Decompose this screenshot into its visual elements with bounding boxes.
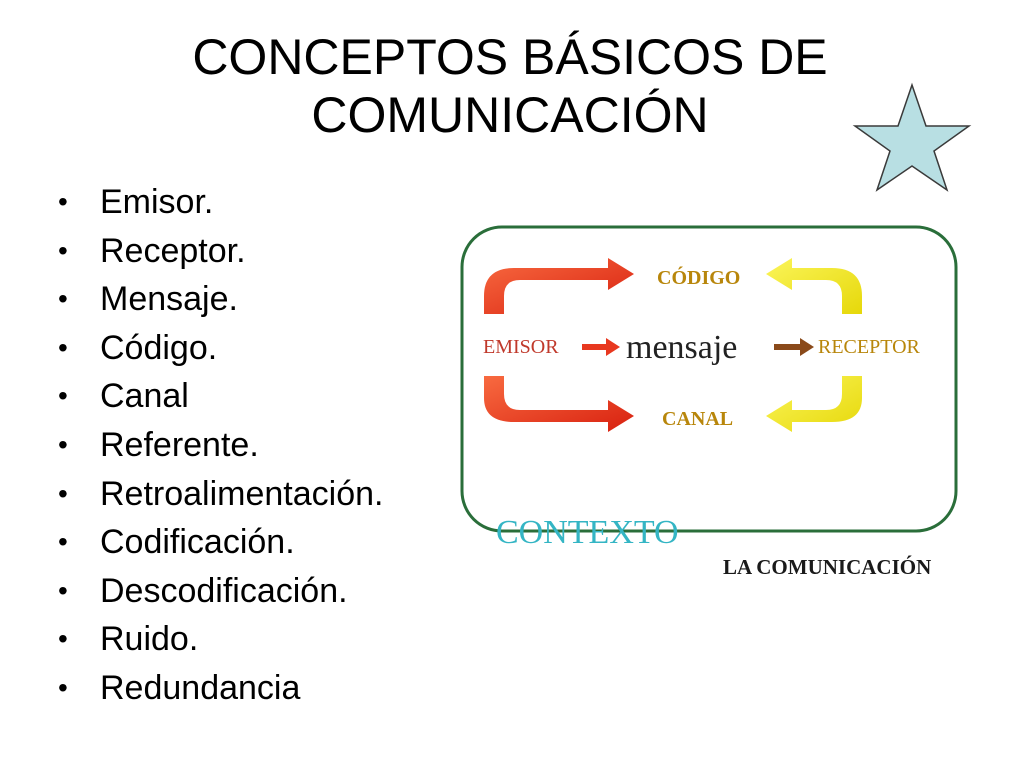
concept-label: Canal xyxy=(100,377,189,416)
concept-item: • Retroalimentación. xyxy=(58,470,383,519)
concept-item: • Receptor. xyxy=(58,227,383,276)
bullet-glyph: • xyxy=(58,671,68,703)
receptor-label: RECEPTOR xyxy=(818,336,921,358)
concept-label: Ruido. xyxy=(100,620,199,659)
concept-item: • Redundancia xyxy=(58,664,383,713)
concept-label: Mensaje. xyxy=(100,280,238,319)
concept-item: • Descodificación. xyxy=(58,567,383,616)
concept-label: Emisor. xyxy=(100,183,214,221)
concept-label: Código. xyxy=(100,328,218,367)
concept-label: Retroalimentación. xyxy=(100,474,384,513)
communication-diagram: CÓDIGO EMISOR mensaje RECEPTOR CANAL CON… xyxy=(430,196,962,594)
yellow-arrow-to-canal xyxy=(766,376,862,432)
diagram-caption: LA COMUNICACIÓN xyxy=(723,555,931,579)
bullet-glyph: • xyxy=(58,234,68,266)
bullet-glyph: • xyxy=(58,186,68,217)
mensaje-to-receptor-arrow xyxy=(774,338,814,356)
contexto-label: CONTEXTO xyxy=(496,514,679,551)
bullet-glyph: • xyxy=(58,331,68,363)
concept-item: • Ruido. xyxy=(58,615,383,664)
emisor-label: EMISOR xyxy=(483,336,559,358)
concept-label: Receptor. xyxy=(100,231,246,270)
canal-label: CANAL xyxy=(662,408,733,430)
red-arrow-to-codigo xyxy=(484,258,634,314)
star-icon xyxy=(852,82,972,192)
concept-label: Descodificación. xyxy=(100,571,348,610)
title-line-2: COMUNICACIÓN xyxy=(311,87,709,143)
bullet-glyph: • xyxy=(58,428,68,460)
slide-title: CONCEPTOS BÁSICOS DE COMUNICACIÓN xyxy=(60,28,960,144)
title-line-1: CONCEPTOS BÁSICOS DE xyxy=(192,29,828,85)
concept-item: • Mensaje. xyxy=(58,275,383,324)
concept-item: • Referente. xyxy=(58,421,383,470)
bullet-glyph: • xyxy=(58,574,68,606)
concept-item: • Canal xyxy=(58,372,383,421)
codigo-label: CÓDIGO xyxy=(657,265,740,289)
mensaje-label: mensaje xyxy=(626,329,737,366)
concept-label: Redundancia xyxy=(100,668,301,707)
concept-list: • Emisor. • Receptor. • Mensaje. • Código. • Cana… xyxy=(58,178,383,713)
concept-item: • Código. xyxy=(58,324,383,373)
concept-label: Codificación. xyxy=(100,523,295,562)
bullet-glyph: • xyxy=(58,477,68,509)
concept-item: • Emisor. xyxy=(58,178,383,227)
bullet-glyph: • xyxy=(58,526,68,558)
bullet-glyph: • xyxy=(58,380,68,412)
bullet-glyph: • xyxy=(58,623,68,655)
context-frame xyxy=(460,225,958,533)
red-arrow-to-canal xyxy=(484,376,634,432)
bullet-glyph: • xyxy=(58,283,68,315)
concept-item: • Codificación. xyxy=(58,518,383,567)
emisor-to-mensaje-arrow xyxy=(582,338,620,356)
concept-label: Referente. xyxy=(100,425,259,464)
yellow-arrow-to-codigo xyxy=(766,258,862,314)
